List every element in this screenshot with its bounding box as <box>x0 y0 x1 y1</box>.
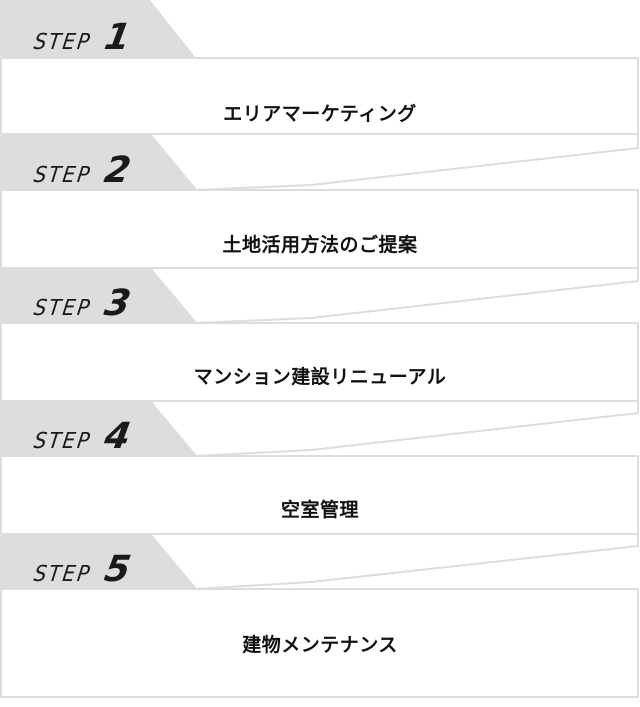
step-4-word: STEP <box>32 429 93 454</box>
step-3-tab <box>0 268 196 323</box>
step-2-title: 土地活用方法のご提案 <box>222 234 418 256</box>
step-1-box <box>0 57 639 135</box>
step-3-title: マンション建設リニューアル <box>193 366 447 388</box>
step-4-box <box>0 455 639 535</box>
step-1-number: 1 <box>101 17 134 58</box>
step-2-word: STEP <box>32 163 93 188</box>
step-2-arrow <box>149 267 639 324</box>
step-3-word: STEP <box>32 296 93 321</box>
step-5-number: 5 <box>101 549 134 590</box>
step-3-label: STEP 3 <box>32 280 134 324</box>
step-4-number: 4 <box>101 416 134 457</box>
step-2-label: STEP 2 <box>32 147 134 191</box>
step-2-tab <box>0 134 196 190</box>
step-1-word: STEP <box>32 30 93 55</box>
step-2-number: 2 <box>101 150 134 191</box>
step-5-box <box>0 588 639 698</box>
step-4-tab <box>0 401 196 456</box>
step-4-title: 空室管理 <box>280 499 359 521</box>
step-1-tab <box>0 0 196 58</box>
step-1-title: エリアマーケティング <box>223 103 417 125</box>
step-1-label: STEP 1 <box>32 14 134 58</box>
step-3-arrow <box>149 400 639 457</box>
step-4-arrow <box>149 533 639 590</box>
step-2-box <box>0 189 639 269</box>
step-1-arrow <box>149 133 639 191</box>
step-3-number: 3 <box>101 283 134 324</box>
step-5-title: 建物メンテナンス <box>242 634 398 656</box>
step-5-word: STEP <box>32 562 93 587</box>
step-5-tab <box>0 534 196 589</box>
step-3-box <box>0 322 639 402</box>
step-5-label: STEP 5 <box>32 546 134 590</box>
step-4-label: STEP 4 <box>32 413 134 457</box>
